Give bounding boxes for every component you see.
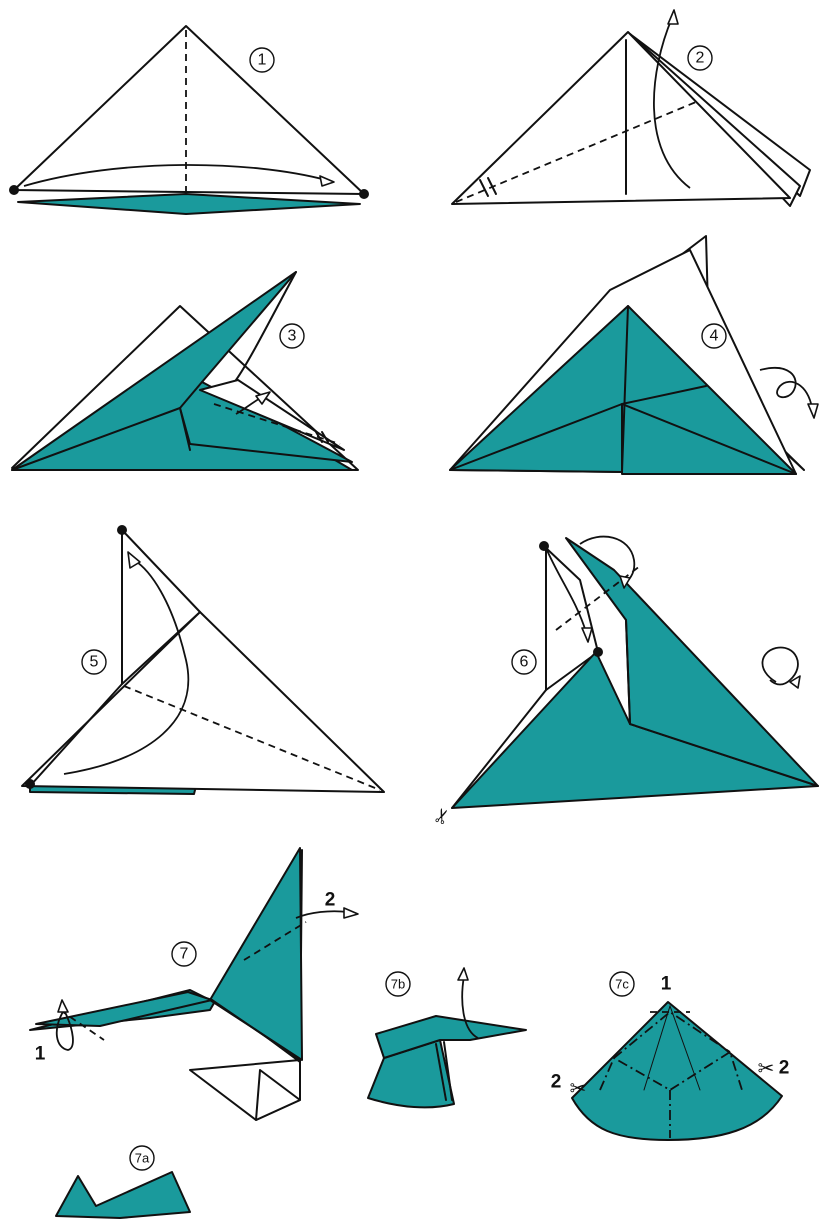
fold-marker: 1 [35,1044,46,1065]
reference-dot [359,189,369,199]
fold-marker: 2 [779,1058,790,1079]
paper-triangle [451,31,791,205]
step-2: 2 [451,9,811,207]
step-4: 4 [449,235,819,475]
crease-line [211,999,301,1061]
valley-fold-line [243,921,307,961]
step-number-circle [81,649,107,675]
reference-dot [539,541,549,551]
valley-fold-line [455,101,697,203]
fold-marker: 2 [325,890,336,911]
valley-fold-line [59,1009,105,1041]
arrowhead-icon [789,675,801,689]
arrowhead-icon [807,403,819,419]
step-7b: 7b [367,967,527,1109]
step-number: 7a [135,1151,150,1166]
fold-arrow [295,910,349,919]
paper-flap [121,529,201,685]
step-number-circle [171,941,197,967]
fold-arrow [545,547,587,633]
arrowhead-icon [619,575,631,589]
step-7: 1 2 7 [29,847,359,1121]
valley-fold-line [123,685,381,791]
arrowhead-icon [457,967,469,981]
turn-over-icon [759,367,813,409]
crease-line [435,1043,447,1101]
paper-triangle [13,25,365,195]
crease-line [29,683,123,787]
arrowhead-icon [57,999,69,1013]
fold-arrow [23,164,327,187]
reference-dot [593,647,603,657]
step-number: 7c [615,977,629,992]
step-7c: 1 2 2 ✂ ✂ 7c [551,971,790,1141]
arrowhead-icon [319,175,335,187]
crease-line [451,689,547,809]
turn-over-icon [761,646,799,686]
arrowhead-icon [343,907,359,919]
fold-arrow [55,1009,74,1051]
fold-arrow [63,559,190,775]
step-number-circle [701,323,727,349]
step-number-circle [249,47,275,73]
fold-marker: 2 [551,1072,562,1093]
step-3: 3 [11,271,359,471]
arrowhead-icon [127,551,141,569]
step-number: 7b [391,977,405,992]
teal-right-flap [621,403,797,475]
arrowhead-icon [255,391,271,405]
step-number: 5 [90,654,99,671]
step-7a: 7a [55,1145,191,1219]
crease-line [643,1005,671,1091]
step-6: ✂ 6 [428,535,819,828]
teal-head [375,1015,527,1059]
teal-plane-shape [55,1171,191,1219]
crease-line [179,407,191,451]
crease-line [669,1005,701,1091]
arrowhead-icon [667,9,679,25]
step-5: 5 [21,525,385,795]
step-number-circle [511,649,537,675]
arrowhead-icon [581,627,593,643]
step-number: 6 [520,654,529,671]
paper-inner [199,379,345,451]
scissors-icon: ✂ [758,1056,775,1080]
teal-layer [17,193,361,215]
fold-arrow [653,17,691,189]
step-number: 1 [258,52,267,69]
step-number: 3 [288,328,297,345]
step-number: 7 [180,946,189,963]
step-number-circle [129,1145,155,1171]
scissors-icon: ✂ [570,1076,587,1100]
crease-line [621,305,629,473]
paper-triangle [21,611,385,793]
crease-line [449,403,623,471]
paper-foot-flap [255,1069,301,1121]
reference-dot [117,525,127,535]
flap-edge [235,271,297,381]
step-number-circle [687,45,713,71]
crease-line [621,385,707,405]
crease-line [11,407,181,471]
step-1: 1 [9,25,369,215]
step-number: 2 [696,50,705,67]
angle-marks [479,177,497,197]
mountain-fold-lines [599,1010,743,1138]
crease-line [443,1041,453,1101]
step-number-circle [279,323,305,349]
crease-line [625,619,631,725]
fold-marker: 1 [661,974,672,995]
step-number: 4 [710,328,719,345]
scissors-icon: ✂ [428,804,456,828]
teal-neck [209,847,303,1061]
reference-dot [25,779,35,789]
teal-upper [565,537,819,787]
reference-dot [9,185,19,195]
fold-arrow [461,975,479,1039]
step-number-circle [385,971,411,997]
teal-cone [571,1001,783,1141]
angle-marks [315,431,329,443]
step-number-circle [609,971,635,997]
